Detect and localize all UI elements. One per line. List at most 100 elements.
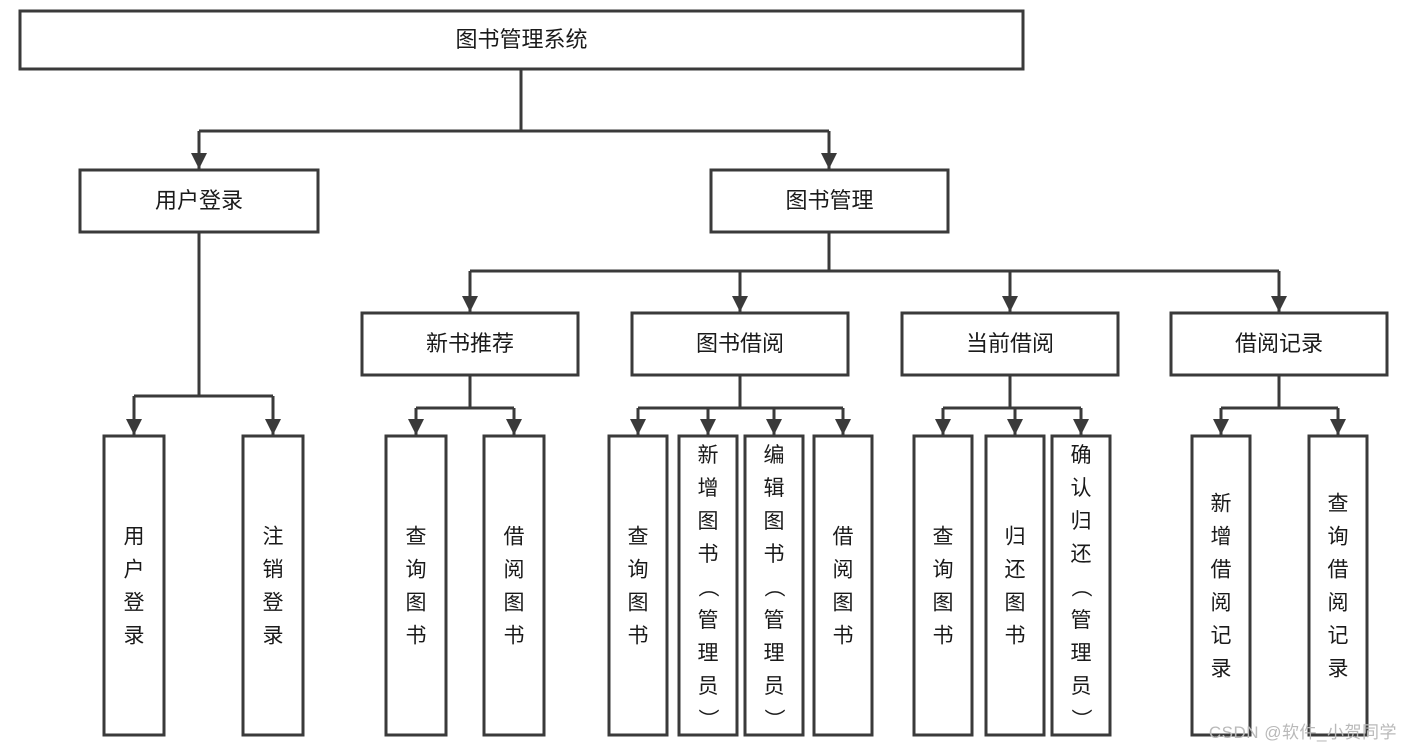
- node-label-char: 新: [1211, 493, 1232, 516]
- node-label-char: 还: [1005, 559, 1026, 582]
- node-label-char: 新: [698, 444, 719, 467]
- node-label-char: 借: [833, 526, 854, 549]
- node-label-char: 管: [698, 609, 719, 632]
- node-label-char: 图: [1005, 592, 1026, 615]
- node-label-char: 借: [1211, 559, 1232, 582]
- node-label: 当前借阅: [966, 331, 1054, 356]
- node-label-char: 书: [628, 625, 649, 648]
- node-label-char: 询: [406, 559, 427, 582]
- node-label: 用户登录: [155, 188, 243, 213]
- node-label-char: 图: [628, 592, 649, 615]
- node-label-char: 书: [933, 625, 954, 648]
- node-label-char: 登: [124, 592, 145, 615]
- connector-current-borrow-bus: [935, 375, 1089, 435]
- node-label-char: 员: [698, 675, 719, 698]
- node-label-char: 录: [1211, 658, 1232, 681]
- connectors-layer: [126, 69, 1346, 435]
- nodes-layer: 图书管理系统用户登录图书管理新书推荐图书借阅当前借阅借阅记录用户登录注销登录查询…: [18, 9, 1389, 737]
- node-label-char: 书: [764, 543, 785, 566]
- node-label-char: 认: [1071, 477, 1092, 500]
- node-label-char: 阅: [833, 559, 854, 582]
- node-label: 图书借阅: [696, 331, 784, 356]
- node-label-char: （: [762, 577, 785, 598]
- connector-root-bus: [191, 69, 837, 169]
- node-label-char: ）: [696, 709, 719, 730]
- node-label-char: 编: [764, 444, 785, 467]
- connector-user-login-bus: [126, 232, 281, 435]
- node-label-char: 书: [1005, 625, 1026, 648]
- node-label-char: 记: [1211, 625, 1232, 648]
- node-label-char: 户: [124, 559, 145, 582]
- csdn-watermark: CSDN @软件_小贺同学: [1208, 723, 1397, 742]
- node-label-char: 注: [263, 526, 284, 549]
- node-label-char: 阅: [504, 559, 525, 582]
- node-book-manage[interactable]: 图书管理: [709, 168, 950, 234]
- connector-borrow-record-bus: [1213, 375, 1346, 435]
- node-label-char: ）: [1069, 709, 1092, 730]
- node-label-char: （: [696, 577, 719, 598]
- node-label-char: 登: [263, 592, 284, 615]
- node-borrow-record[interactable]: 借阅记录: [1169, 311, 1389, 377]
- node-label-char: 图: [698, 510, 719, 533]
- node-label-char: 理: [1071, 642, 1092, 665]
- node-user-login[interactable]: 用户登录: [78, 168, 320, 234]
- node-label-char: 管: [1071, 609, 1092, 632]
- node-label-char: 还: [1071, 543, 1092, 566]
- node-label-char: 图: [504, 592, 525, 615]
- node-label: 图书管理: [785, 188, 873, 213]
- node-label-char: 查: [933, 526, 954, 549]
- connector-book-manage-bus: [462, 232, 1287, 312]
- node-label-char: 销: [263, 559, 284, 582]
- node-label: 借阅记录: [1235, 331, 1323, 356]
- node-label: 图书管理系统: [455, 27, 587, 52]
- node-current-borrow[interactable]: 当前借阅: [900, 311, 1120, 377]
- node-label-char: ）: [762, 709, 785, 730]
- node-label-char: 询: [1328, 526, 1349, 549]
- connector-book-borrow-bus: [630, 375, 851, 435]
- node-label-char: 理: [764, 642, 785, 665]
- node-label-char: 借: [1328, 559, 1349, 582]
- node-label-char: 阅: [1211, 592, 1232, 615]
- node-label-char: 理: [698, 642, 719, 665]
- node-label-char: 图: [406, 592, 427, 615]
- node-label-char: 归: [1071, 510, 1092, 533]
- node-label-char: 书: [698, 543, 719, 566]
- node-leaf-user-login[interactable]: 用户登录: [102, 434, 166, 737]
- node-label-char: 录: [124, 625, 145, 648]
- node-label-char: 增: [1211, 526, 1232, 549]
- node-label-char: 阅: [1328, 592, 1349, 615]
- node-label-char: 录: [1328, 658, 1349, 681]
- node-label-char: 图: [764, 510, 785, 533]
- node-new-book-recommend[interactable]: 新书推荐: [360, 311, 580, 377]
- node-label-char: （: [1069, 577, 1092, 598]
- node-root[interactable]: 图书管理系统: [18, 9, 1025, 71]
- node-label-char: 借: [504, 526, 525, 549]
- node-label-char: 查: [628, 526, 649, 549]
- node-label-char: 录: [263, 625, 284, 648]
- node-book-borrow[interactable]: 图书借阅: [630, 311, 850, 377]
- node-label-char: 确: [1071, 444, 1092, 467]
- node-label-char: 增: [698, 477, 719, 500]
- node-label-char: 辑: [764, 477, 785, 500]
- node-label-char: 书: [833, 625, 854, 648]
- node-label: 新书推荐: [426, 331, 514, 356]
- node-label-char: 图: [833, 592, 854, 615]
- node-label-char: 员: [764, 675, 785, 698]
- node-label-char: 查: [1328, 493, 1349, 516]
- node-label-char: 用: [124, 526, 145, 549]
- node-label-char: 查: [406, 526, 427, 549]
- node-label-char: 员: [1071, 675, 1092, 698]
